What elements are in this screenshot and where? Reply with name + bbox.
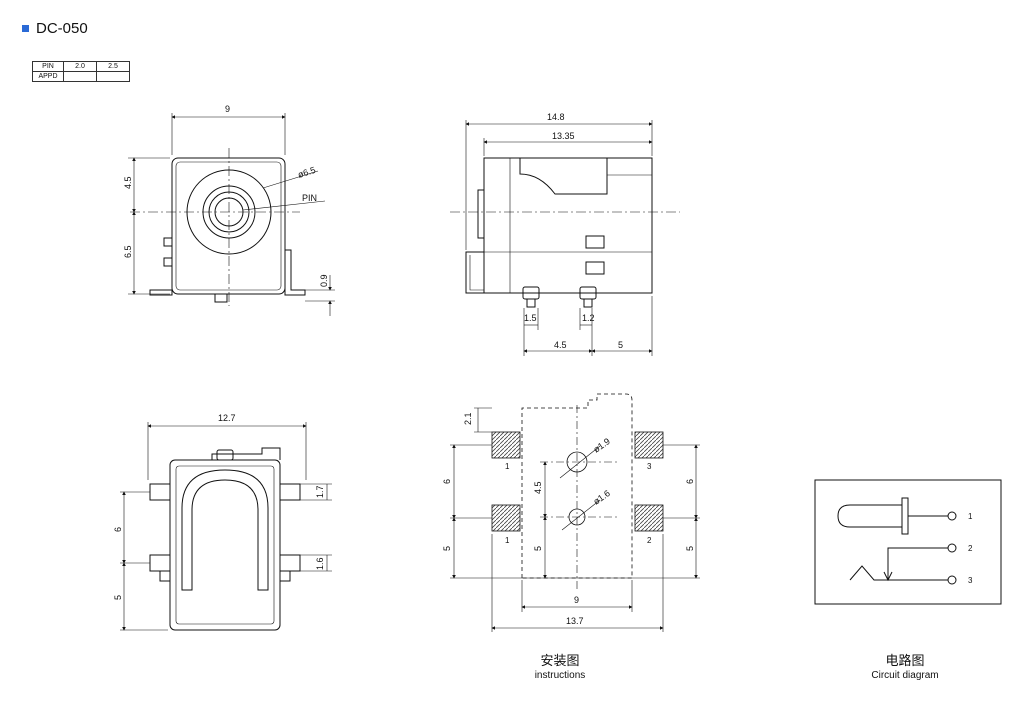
dim-bottom-p2: 1.6 — [315, 557, 325, 570]
model-name: DC-050 — [36, 20, 88, 37]
dim-fp-9: 9 — [574, 595, 579, 605]
dim-front-foot: 0.9 — [319, 274, 329, 287]
dim-side-pin-a: 1.5 — [524, 313, 537, 323]
dim-fp-right6: 6 — [685, 479, 695, 484]
pad-label: 2 — [647, 536, 652, 545]
circuit-caption-en: Circuit diagram — [871, 670, 939, 681]
dim-front-lower: 6.5 — [123, 245, 133, 258]
circuit-pin-label: 3 — [968, 576, 973, 585]
spec-table: PIN 2.0 2.5 APPD — [32, 61, 130, 82]
dim-fp-137: 13.7 — [566, 616, 584, 626]
dim-fp-right5: 5 — [685, 546, 695, 551]
dim-fp-left5: 5 — [442, 546, 452, 551]
dim-side-total: 14.8 — [547, 112, 565, 122]
spec-cell — [96, 71, 130, 82]
dim-fp-45: 4.5 — [533, 481, 543, 494]
dim-front-upper: 4.5 — [123, 176, 133, 189]
dim-fp-hole2: ø1.6 — [591, 488, 611, 507]
instructions-caption: 安装图 instructions — [510, 650, 610, 681]
footprint-view — [450, 393, 700, 632]
dim-bottom-6: 6 — [113, 527, 123, 532]
dim-front-dia: ø6.5 — [297, 165, 317, 180]
dim-bottom-width: 12.7 — [218, 413, 236, 423]
pad-label: 1 — [505, 462, 510, 471]
dim-side-body: 13.35 — [552, 131, 575, 141]
circuit-caption: 电路图 Circuit diagram — [850, 650, 960, 681]
dim-side-d1: 4.5 — [554, 340, 567, 350]
bottom-view — [120, 422, 332, 631]
instructions-caption-zh: 安装图 — [540, 653, 580, 668]
dim-bottom-5: 5 — [113, 595, 123, 600]
dim-fp-hole1: ø1.9 — [591, 436, 611, 455]
circuit-pin-label: 2 — [968, 544, 973, 553]
dim-bottom-p1: 1.7 — [315, 485, 325, 498]
page-title: DC-050 — [22, 20, 88, 37]
pad-label: 1 — [505, 536, 510, 545]
circuit-caption-zh: 电路图 — [885, 653, 925, 668]
front-view — [128, 113, 335, 316]
side-view — [450, 120, 680, 356]
circuit-diagram — [814, 479, 1002, 605]
dim-fp-left6: 6 — [442, 479, 452, 484]
bullet-square-icon — [22, 25, 29, 32]
dim-front-width: 9 — [225, 104, 230, 114]
circuit-pin-label: 1 — [968, 512, 973, 521]
instructions-caption-en: instructions — [534, 670, 586, 681]
label-pin: PIN — [302, 193, 317, 203]
dim-side-d2: 5 — [618, 340, 623, 350]
dim-fp-mid5: 5 — [533, 546, 543, 551]
pad-label: 3 — [647, 462, 652, 471]
dim-fp-top: 2.1 — [463, 412, 473, 425]
dim-side-pin-b: 1.2 — [582, 313, 595, 323]
